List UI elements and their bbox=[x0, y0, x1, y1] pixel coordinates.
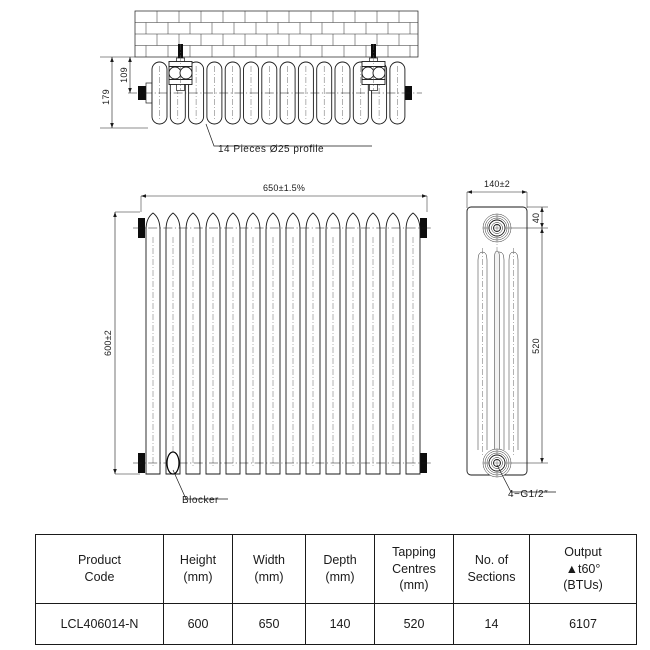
front-view-section bbox=[405, 212, 421, 475]
header-line: Height bbox=[179, 553, 217, 568]
top-view-radiator-body bbox=[128, 44, 422, 125]
header-line: (mm) bbox=[399, 578, 429, 593]
wall-bracket-right bbox=[361, 44, 386, 91]
dimension-side-depth: 140±2 bbox=[466, 179, 528, 208]
front-view-section bbox=[165, 212, 181, 475]
front-view-left-end bbox=[138, 218, 145, 473]
dimension-tapping-centres-520-text: 520 bbox=[531, 338, 541, 354]
cell-output-btus: 6107 bbox=[529, 603, 637, 645]
dimension-179: 179 bbox=[100, 56, 148, 129]
header-line: (BTUs) bbox=[563, 578, 603, 593]
header-line: Output bbox=[564, 544, 602, 559]
header-line: Code bbox=[84, 570, 115, 584]
front-view-radiator-body bbox=[133, 212, 432, 475]
dimension-side-depth-text: 140±2 bbox=[484, 179, 510, 189]
dimension-overall-width-text: 650±1.5% bbox=[263, 183, 305, 193]
front-view-section bbox=[245, 212, 261, 475]
cell-no-of-sections: 14 bbox=[453, 603, 530, 645]
front-view-section bbox=[305, 212, 321, 475]
wall-bracket-left bbox=[168, 44, 193, 91]
note-tapping-thread-text: 4−G1/2″ bbox=[508, 489, 548, 500]
header-line: (mm) bbox=[325, 570, 355, 584]
dimension-179-text: 179 bbox=[101, 89, 111, 105]
specification-table-container: Product Code Height (mm) Width (mm) Dept… bbox=[35, 534, 637, 645]
table-header-row: Product Code Height (mm) Width (mm) Dept… bbox=[35, 534, 637, 604]
front-view-section bbox=[325, 212, 341, 475]
header-line: Depth bbox=[323, 553, 357, 568]
side-section-view: 140±2 bbox=[466, 179, 556, 500]
header-line: ▲t60° bbox=[565, 561, 601, 576]
table-row: LCL406014-N 600 650 140 520 14 6107 bbox=[35, 603, 637, 645]
column-header-output: Output ▲t60° (BTUs) bbox=[529, 534, 637, 604]
header-line: Product bbox=[77, 553, 122, 568]
note-14-pieces-profile-text: 14 Pieces Ø25 profile bbox=[218, 144, 324, 155]
note-blocker-text: Blocker bbox=[182, 495, 219, 506]
top-plan-view: 179 109 14 Pieces Ø25 profile bbox=[100, 10, 422, 155]
header-line: (mm) bbox=[183, 570, 213, 584]
front-view-section-group bbox=[145, 212, 421, 475]
column-header-product-code: Product Code bbox=[35, 534, 164, 604]
front-view-section bbox=[145, 212, 161, 475]
dimension-109-text: 109 bbox=[119, 67, 129, 83]
front-view-section bbox=[265, 212, 281, 475]
cell-depth: 140 bbox=[305, 603, 375, 645]
cell-width: 650 bbox=[232, 603, 306, 645]
front-view-section bbox=[385, 212, 401, 475]
column-header-height: Height (mm) bbox=[163, 534, 233, 604]
header-line: No. of bbox=[474, 553, 509, 568]
front-view-section bbox=[185, 212, 201, 475]
side-view-bottom-port bbox=[482, 448, 512, 478]
blocker-element bbox=[166, 451, 180, 475]
dimension-tapping-centres-520: 520 bbox=[511, 228, 548, 464]
cell-tapping-centres: 520 bbox=[374, 603, 454, 645]
header-line: (mm) bbox=[254, 570, 284, 584]
column-header-no-of-sections: No. of Sections bbox=[453, 534, 530, 604]
dimension-overall-height-text: 600±2 bbox=[103, 330, 113, 356]
cell-height: 600 bbox=[163, 603, 233, 645]
note-tapping-thread: 4−G1/2″ bbox=[496, 464, 556, 500]
column-header-tapping-centres: Tapping Centres (mm) bbox=[374, 534, 454, 604]
front-view-right-end bbox=[420, 218, 427, 473]
note-blocker: Blocker bbox=[172, 469, 228, 506]
dimension-overall-height: 600±2 bbox=[103, 211, 140, 475]
cell-product-code: LCL406014-N bbox=[35, 603, 164, 645]
dimension-109: 109 bbox=[119, 57, 132, 93]
front-view-section bbox=[365, 212, 381, 475]
front-view-section bbox=[345, 212, 361, 475]
header-line: Tapping bbox=[392, 544, 436, 559]
front-view-section bbox=[225, 212, 241, 475]
header-line: Width bbox=[253, 553, 285, 568]
dimension-overall-width: 650±1.5% bbox=[140, 183, 428, 212]
front-view-section bbox=[285, 212, 301, 475]
column-header-width: Width (mm) bbox=[232, 534, 306, 604]
dimension-top-offset-40-text: 40 bbox=[531, 213, 541, 223]
front-view-section bbox=[205, 212, 221, 475]
header-line: Centres bbox=[392, 561, 436, 576]
note-14-pieces-profile: 14 Pieces Ø25 profile bbox=[205, 123, 372, 155]
header-line: Sections bbox=[467, 570, 516, 584]
front-elevation-view: 650±1.5% 600±2 bbox=[103, 183, 432, 506]
side-view-internal-columns bbox=[477, 225, 519, 462]
side-view-top-port bbox=[482, 213, 512, 243]
column-header-depth: Depth (mm) bbox=[305, 534, 375, 604]
product-specification-table: Product Code Height (mm) Width (mm) Dept… bbox=[35, 534, 637, 645]
